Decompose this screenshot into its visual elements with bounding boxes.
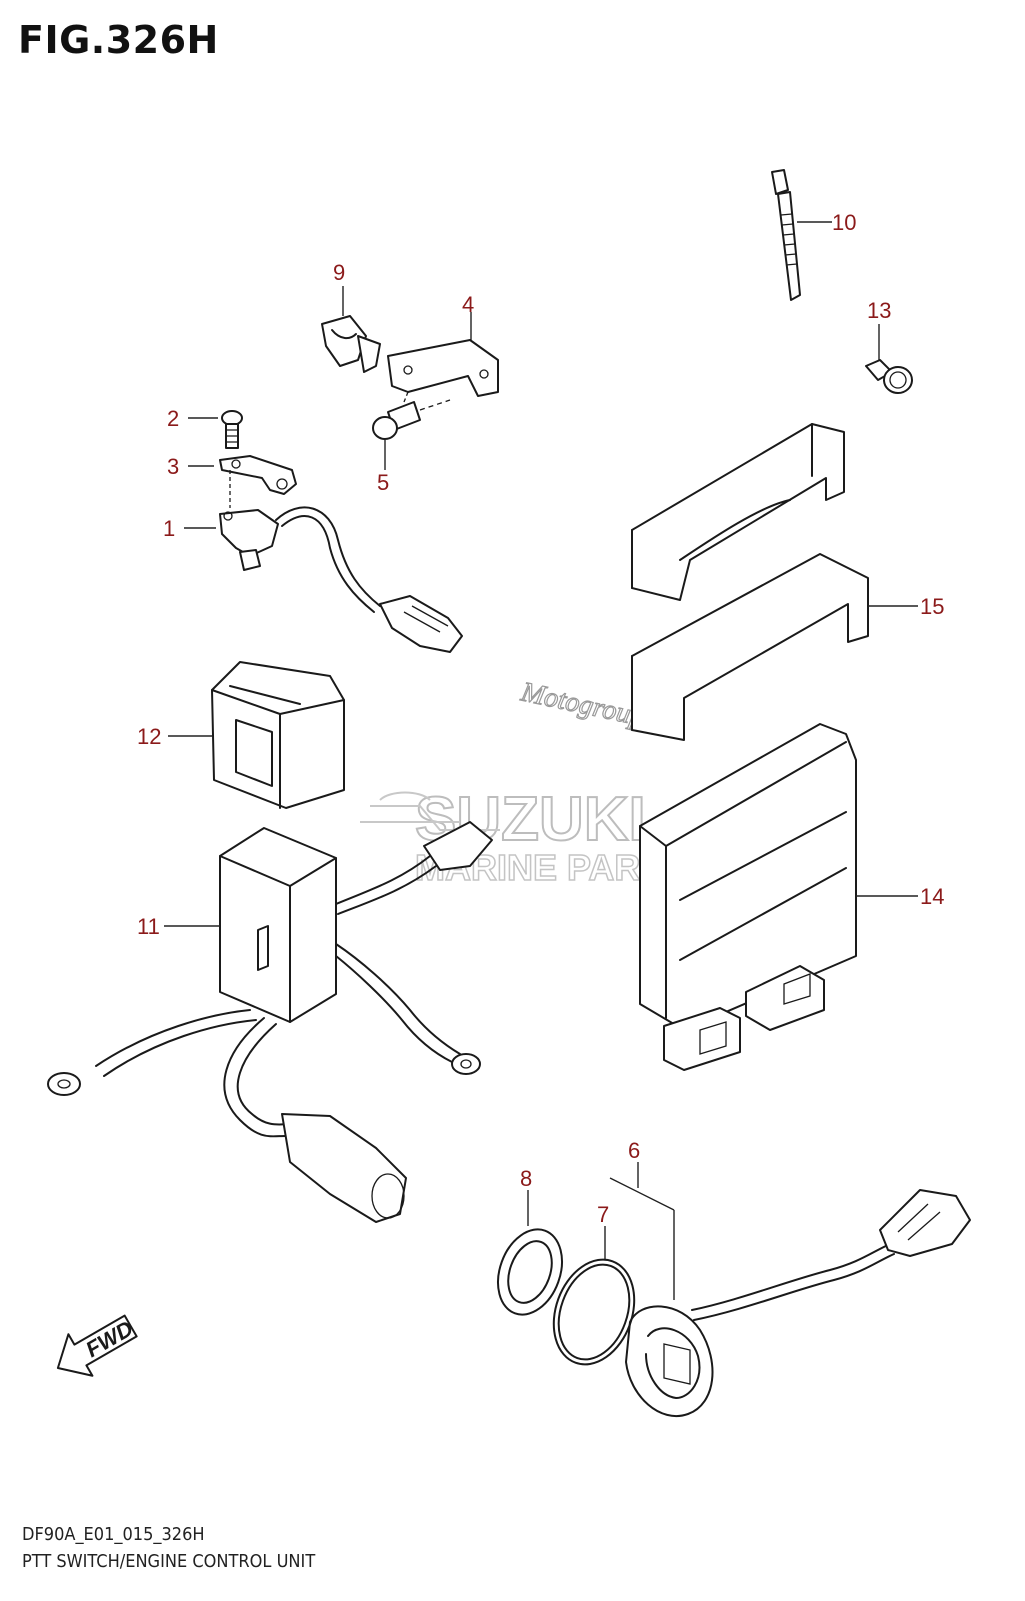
figure-name: PTT SWITCH/ENGINE CONTROL UNIT: [22, 1551, 316, 1572]
callout-14: 14: [920, 884, 944, 909]
callout-1: 1: [163, 516, 175, 541]
callout-8: 8: [520, 1166, 532, 1191]
figure-title: FIG.326H: [18, 18, 219, 62]
part-ecu-bracket-15: 15: [631, 423, 944, 741]
callout-7: 7: [597, 1202, 609, 1227]
callout-9: 9: [333, 260, 345, 285]
part-cable-tie: 10: [771, 169, 856, 301]
part-plate-3: 3: [167, 454, 297, 508]
part-bolt-13: 13: [865, 298, 913, 394]
part-ptt-assy-6: 6: [609, 1138, 971, 1417]
callout-6: 6: [628, 1138, 640, 1163]
part-screw-5: 5: [372, 399, 451, 495]
callout-10: 10: [832, 210, 856, 235]
part-ecu-14: 14: [639, 723, 944, 1071]
callout-13: 13: [867, 298, 891, 323]
figure-code: DF90A_E01_015_326H: [22, 1524, 205, 1545]
part-relay-11: 11: [47, 821, 493, 1223]
callout-11: 11: [137, 914, 160, 939]
callout-12: 12: [137, 724, 161, 749]
callout-5: 5: [377, 470, 389, 495]
part-cover-12: 12: [137, 661, 345, 809]
part-bracket-4: 4: [387, 292, 499, 403]
callout-3: 3: [167, 454, 179, 479]
part-o-ring-7: 7: [552, 1202, 636, 1366]
part-ptt-switch-1: 1: [163, 506, 463, 653]
callout-2: 2: [167, 406, 179, 431]
part-screw-2: 2: [167, 406, 243, 449]
callout-4: 4: [462, 292, 474, 317]
fwd-arrow-icon: FWD: [56, 1314, 138, 1377]
callout-15: 15: [920, 594, 944, 619]
part-clip-9: 9: [321, 260, 381, 373]
part-nut-8: 8: [497, 1166, 563, 1316]
